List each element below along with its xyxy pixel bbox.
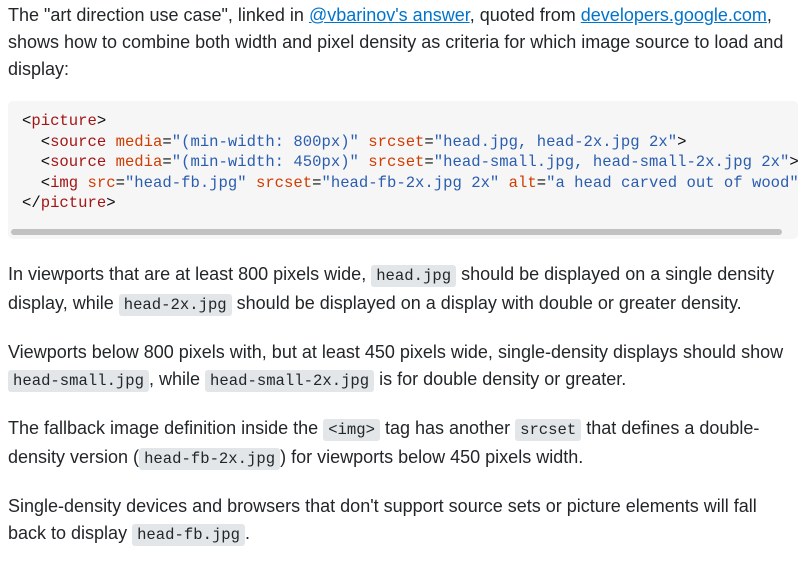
inline-code: srcset xyxy=(515,419,582,441)
intro-text: , shows how to combine both width and pi… xyxy=(8,5,784,79)
inline-code: head-fb-2x.jpg xyxy=(139,448,281,470)
paragraph-text: is for double density or greater. xyxy=(374,369,627,389)
code-string: "head-fb-2x.jpg 2x" xyxy=(321,173,500,192)
paragraph-800px: In viewports that are at least 800 pixel… xyxy=(8,261,798,319)
code-token: > xyxy=(789,153,798,171)
paragraph-text: should be displayed on a single density … xyxy=(8,264,775,313)
paragraph-text: that defines a double-density version ( xyxy=(8,418,760,467)
code-attr: media xyxy=(115,153,163,171)
code-tag: source xyxy=(50,153,107,171)
paragraph-text: Single-density devices and browsers that… xyxy=(8,496,757,543)
explanation: In viewports that are at least 800 pixel… xyxy=(8,261,798,549)
inline-code: head-small.jpg xyxy=(8,370,150,392)
paragraph-text: should be displayed on a display with do… xyxy=(231,293,742,313)
paragraph-single-density: Single-density devices and browsers that… xyxy=(8,493,798,549)
code-attr: srcset xyxy=(368,153,425,171)
code-attr: srcset xyxy=(255,173,313,192)
paragraph-text: The fallback image definition inside the xyxy=(8,418,324,438)
code-tag: picture xyxy=(40,194,107,212)
paragraph-text: ) for viewports below 450 pixels width. xyxy=(280,447,584,467)
code-string: "a head carved out of wood" xyxy=(546,173,798,192)
code-block: <picture> <source media="(min-width: 800… xyxy=(8,101,798,239)
code-token: < xyxy=(22,112,32,130)
code-string: "head.jpg, head-2x.jpg 2x" xyxy=(433,132,678,151)
intro-text: The "art direction use case", linked in xyxy=(8,5,309,25)
code-token: </ xyxy=(22,194,41,212)
code-tag: source xyxy=(50,132,107,151)
inline-code: head-fb.jpg xyxy=(132,524,246,546)
code-attr: media xyxy=(115,132,163,151)
code-token: > xyxy=(96,112,107,130)
code-token: > xyxy=(106,194,116,212)
code-content: <picture> <source media="(min-width: 800… xyxy=(22,112,798,212)
code-string: "(min-width: 450px)" xyxy=(171,153,359,171)
vbarinov-answer-link[interactable]: @vbarinov's answer xyxy=(308,5,470,25)
horizontal-scrollbar[interactable] xyxy=(8,225,798,239)
answer-body: The "art direction use case", linked in … xyxy=(0,2,798,549)
inline-code: head.jpg xyxy=(371,265,457,287)
paragraph-fallback: The fallback image definition inside the… xyxy=(8,415,798,473)
code-string: "(min-width: 800px)" xyxy=(171,132,359,151)
paragraph-text: Viewports below 800 pixels with, but at … xyxy=(8,342,784,362)
code-token: < xyxy=(22,153,51,171)
code-token: > xyxy=(677,132,687,151)
code-tag: img xyxy=(50,173,79,192)
code-tag: picture xyxy=(31,112,97,130)
paragraph-450px: Viewports below 800 pixels with, but at … xyxy=(8,339,798,395)
paragraph-text: tag has another xyxy=(379,418,516,438)
code-attr: alt xyxy=(508,173,537,192)
paragraph-text: , while xyxy=(149,369,206,389)
paragraph-text: . xyxy=(245,523,251,543)
inline-code: head-2x.jpg xyxy=(118,294,232,316)
scrollbar-thumb[interactable] xyxy=(11,229,782,235)
code-string: "head-fb.jpg" xyxy=(124,173,247,192)
code-token: < xyxy=(22,173,51,192)
developers-google-link[interactable]: developers.google.com xyxy=(580,5,767,25)
intro-text: , quoted from xyxy=(469,5,581,25)
code-attr: srcset xyxy=(368,132,425,151)
intro-paragraph: The "art direction use case", linked in … xyxy=(8,2,798,83)
code-string: "head-small.jpg, head-small-2x.jpg 2x" xyxy=(433,153,790,171)
paragraph-text: In viewports that are at least 800 pixel… xyxy=(8,264,372,284)
inline-code: head-small-2x.jpg xyxy=(205,370,375,392)
code-token: < xyxy=(22,132,51,151)
code-attr: src xyxy=(87,173,116,192)
inline-code: <img> xyxy=(323,419,380,441)
